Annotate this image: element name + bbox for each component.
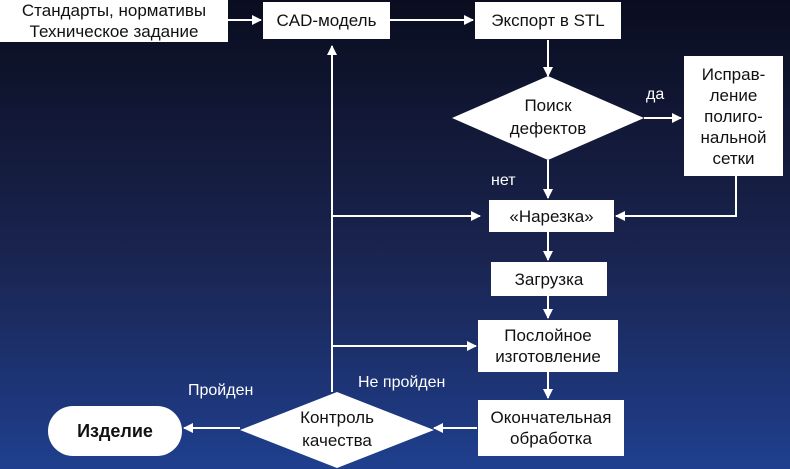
- quality-control-label: Контроль качества: [300, 408, 374, 450]
- search-defects-label: Поиск дефектов: [509, 96, 587, 138]
- layer-manufacturing-label: Послойное изготовление: [495, 326, 601, 366]
- mesh-repair-box: Исправ- ление полиго- нальной сетки: [684, 56, 783, 176]
- layer-manufacturing-box: Послойное изготовление: [478, 320, 618, 372]
- slicing-box: «Нарезка»: [489, 200, 614, 232]
- search-defects-diamond: [452, 76, 644, 160]
- quality-control-diamond: [240, 392, 434, 468]
- product-terminal: Изделие: [48, 406, 182, 456]
- export-stl-box: Экспорт в STL: [475, 2, 621, 39]
- export-stl-label: Экспорт в STL: [491, 11, 605, 30]
- mesh-repair-label: Исправ- ление полиго- нальной сетки: [700, 64, 767, 168]
- loading-label: Загрузка: [514, 269, 584, 289]
- product-label: Изделие: [77, 420, 153, 441]
- standards-box: Стандарты, нормативы Техническое задание: [0, 0, 228, 42]
- edge-label-failed: Не пройден: [358, 374, 446, 391]
- arrow-fix-to-slicing: [615, 176, 737, 221]
- edge-label-passed: Пройден: [188, 382, 254, 399]
- finishing-label: Окончательная обработка: [490, 408, 612, 448]
- loading-box: Загрузка: [491, 262, 607, 296]
- edge-label-no: нет: [491, 172, 516, 189]
- cad-model-box: CAD-модель: [263, 2, 390, 39]
- slicing-label: «Нарезка»: [509, 206, 594, 226]
- finishing-box: Окончательная обработка: [478, 400, 624, 456]
- cad-model-label: CAD-модель: [276, 11, 377, 30]
- edge-label-yes: да: [646, 86, 665, 103]
- standards-label: Стандарты, нормативы Техническое задание: [21, 1, 207, 41]
